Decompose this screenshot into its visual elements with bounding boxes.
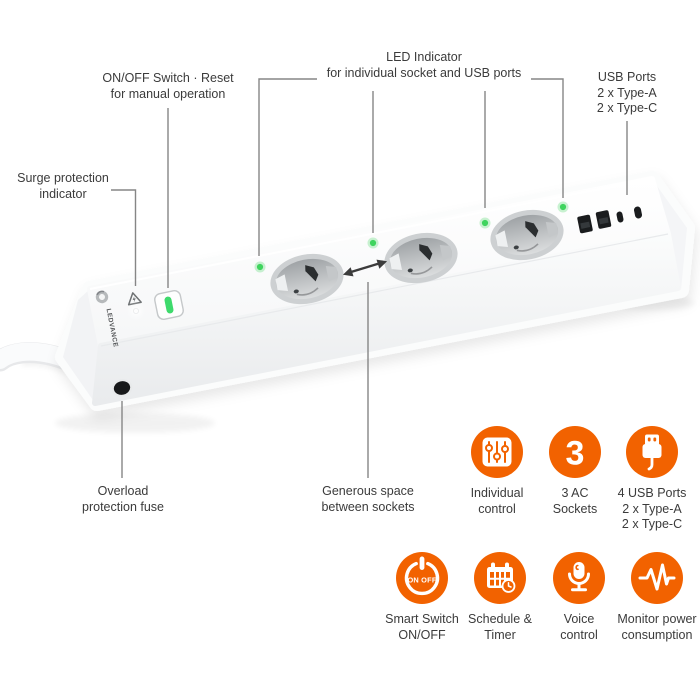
- feature-usb-ports: 4 USB Ports 2 x Type-A 2 x Type-C: [604, 426, 700, 533]
- sliders-icon: [471, 426, 523, 478]
- spacing-arrow-icon: [342, 259, 388, 277]
- strip-left-cap: [63, 289, 101, 403]
- led-indicator-2: [369, 239, 377, 247]
- callout-lines: [111, 78, 628, 478]
- feature-power-monitor: Monitor power consumption: [609, 552, 700, 643]
- callout-line-led-left: [258, 78, 317, 256]
- surge-indicator-light: [131, 306, 141, 316]
- power-onoff-icon: ON OFF: [396, 552, 448, 604]
- feature-smart-switch: ON OFF Smart Switch ON/OFF: [374, 552, 470, 643]
- feature-label: Smart Switch ON/OFF: [385, 612, 459, 642]
- feature-voice-control: Voice control: [531, 552, 627, 643]
- usb-ports: [577, 206, 642, 234]
- count-badge: 3: [549, 426, 601, 478]
- usb-type-a-port-2: [595, 210, 612, 229]
- callout-surge-indicator: Surge protection indicator: [17, 171, 109, 201]
- usb-type-c-port-1: [616, 211, 624, 223]
- callout-overload-fuse: Overload protection fuse: [82, 484, 164, 514]
- led-indicator-4: [559, 203, 567, 211]
- fuse-button: [111, 379, 133, 397]
- callout-usb-ports: USB Ports 2 x Type-A 2 x Type-C: [596, 70, 658, 115]
- feature-individual-control: Individual control: [449, 426, 545, 517]
- feature-label: 3 AC Sockets: [552, 486, 598, 516]
- power-strip-body: [55, 171, 695, 411]
- onoff-text: ON OFF: [407, 576, 436, 585]
- callout-socket-spacing: Generous space between sockets: [321, 484, 415, 514]
- microphone-icon: [553, 552, 605, 604]
- socket-count: 3: [566, 435, 585, 473]
- feature-label: 4 USB Ports 2 x Type-A 2 x Type-C: [617, 486, 687, 531]
- callout-onoff-switch: ON/OFF Switch · Reset for manual operati…: [102, 71, 234, 101]
- led-indicator-1: [256, 263, 264, 271]
- feature-schedule-timer: Schedule & Timer: [452, 552, 548, 643]
- callout-line-led-right: [531, 78, 564, 198]
- usb-type-c-port-2: [634, 206, 642, 219]
- calendar-clock-icon: [474, 552, 526, 604]
- feature-ac-sockets: 3 3 AC Sockets: [527, 426, 623, 517]
- led-indicator-3: [481, 219, 489, 227]
- feature-label: Individual control: [470, 486, 524, 516]
- surge-warning-icon: [127, 292, 142, 306]
- usb-plug-icon: [626, 426, 678, 478]
- pulse-icon: [631, 552, 683, 604]
- onoff-switch: [154, 290, 184, 320]
- feature-label: Schedule & Timer: [468, 612, 532, 642]
- feature-label: Monitor power consumption: [617, 612, 697, 642]
- callout-led-indicator: LED Indicator for individual socket and …: [326, 50, 522, 80]
- usb-type-a-port-1: [577, 214, 593, 234]
- feature-label: Voice control: [560, 612, 598, 642]
- led-indicators: [254, 201, 569, 273]
- callout-line-surge: [111, 189, 137, 286]
